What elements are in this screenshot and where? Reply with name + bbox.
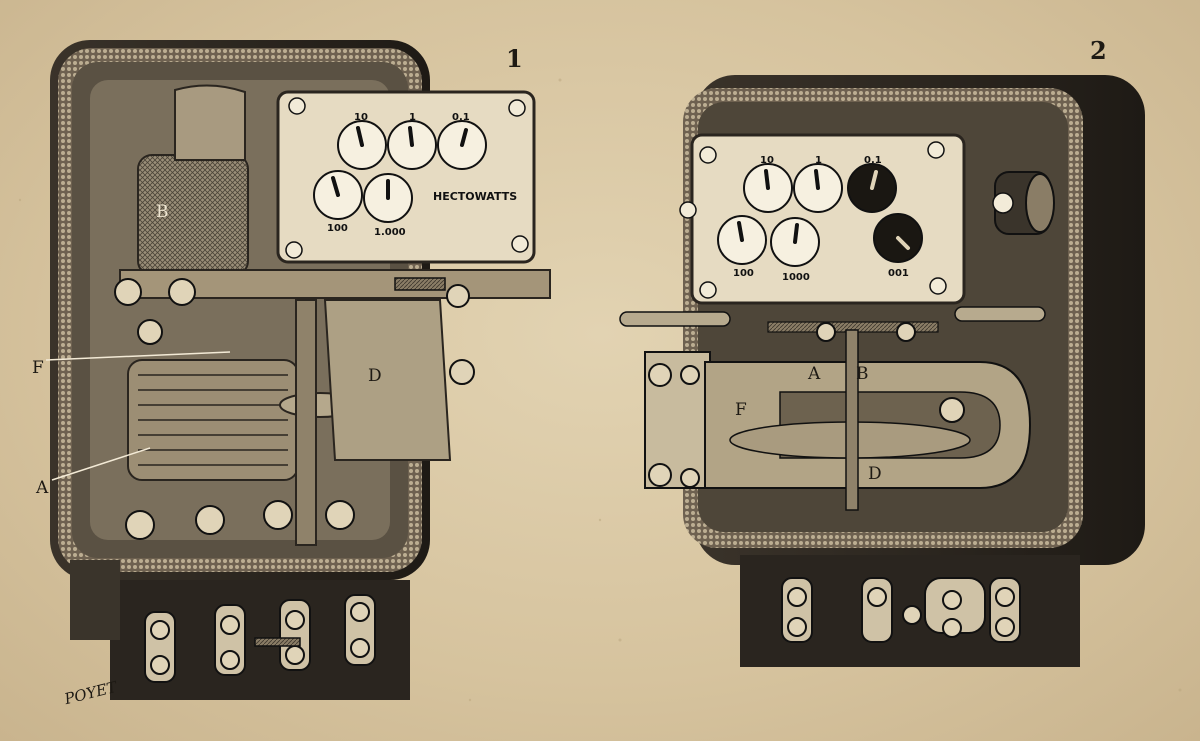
- meter-2-dial-label-100: 100: [733, 268, 754, 279]
- meter-1-dial-label-100: 100: [327, 223, 348, 234]
- meter-1: [45, 40, 551, 700]
- meter-1-dial-label-0-1: 0.1: [452, 112, 470, 123]
- meter-2: [619, 75, 1145, 667]
- meter-1-dial-label-10: 10: [354, 112, 368, 123]
- meter-2-callout-d: D: [868, 464, 882, 484]
- meter-2-dial-label-0-1: 0.1: [864, 155, 882, 166]
- meter-2-dial-label-10: 10: [760, 155, 774, 166]
- meter-2-dial-label-1: 1: [815, 155, 822, 166]
- meter-2-callout-b: B: [856, 364, 869, 384]
- meter-1-dial-plate: [276, 90, 536, 264]
- meter-1-brake-magnet: [323, 299, 452, 461]
- meter-1-callout-b: B: [156, 202, 169, 222]
- meter-1-callout-a: A: [36, 478, 49, 498]
- meter-2-callout-a: A: [808, 364, 821, 384]
- meter-1-dial-label-1: 1: [409, 112, 416, 123]
- figure-2-number: 2: [1090, 36, 1107, 65]
- meter-1-callout-f: F: [32, 358, 44, 378]
- figure-1-number: 1: [506, 44, 523, 73]
- meter-2-dial-label-001: 001: [888, 268, 909, 279]
- meter-1-callout-d: D: [368, 366, 382, 386]
- meter-1-unit-label: HECTOWATTS: [433, 190, 518, 203]
- meter-1-dial-label-1000: 1.000: [374, 227, 406, 238]
- meter-2-callout-f: F: [735, 400, 747, 420]
- meter-2-dial-label-1000: 1000: [782, 272, 810, 283]
- meter-1-voltage-coil: [137, 154, 249, 276]
